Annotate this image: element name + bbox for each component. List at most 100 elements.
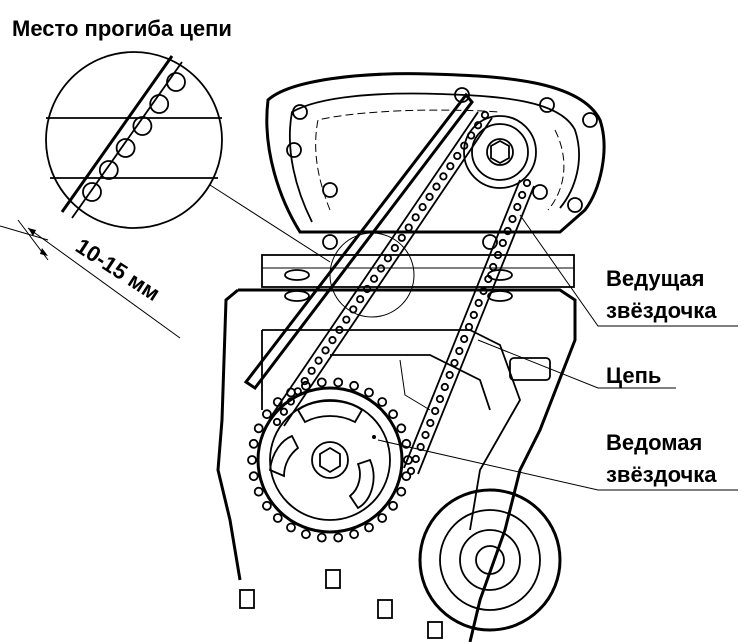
chain-link-roller <box>435 394 445 404</box>
sprocket-tooth <box>316 532 327 543</box>
chain-link-roller <box>484 274 493 284</box>
chain-link-roller <box>439 172 448 181</box>
chain-link-roller <box>397 233 406 242</box>
chain-link-roller <box>489 262 498 272</box>
leader-lines <box>377 214 738 491</box>
magnified-chain-links <box>82 72 186 202</box>
chain-link-roller <box>508 214 517 224</box>
chain-link-roller <box>446 162 455 171</box>
chain-link-roller <box>460 141 469 150</box>
chain-link-roller <box>464 322 474 332</box>
chain-link-roller <box>518 190 527 200</box>
chain-link-roller <box>474 298 483 308</box>
chain-link-roller <box>363 284 372 294</box>
sprocket-tooth <box>253 423 264 434</box>
chain-link-roller <box>503 226 512 236</box>
chain-link-roller <box>425 192 434 201</box>
chain-link-roller <box>473 121 483 130</box>
label-driven-sprocket-1: Ведомая <box>606 430 702 455</box>
sprocket-tooth <box>403 455 413 465</box>
chain-link-roller <box>440 382 449 392</box>
magnified-detail <box>45 51 223 229</box>
chain-link-roller <box>272 417 282 427</box>
chain-link-roller <box>450 358 459 368</box>
chain-links-right <box>406 178 532 476</box>
chain-link-roller <box>335 325 344 334</box>
sprocket-tooth <box>272 513 283 523</box>
sprocket-tooth <box>349 380 360 391</box>
sprocket-tooth <box>261 409 272 420</box>
dimension-10-15mm: 10-15 мм <box>0 219 181 339</box>
drive-sprocket <box>463 115 537 189</box>
chain-link-roller <box>314 356 323 365</box>
chain-link-roller <box>467 131 476 140</box>
label-drive-sprocket-2: звёздочка <box>606 298 717 323</box>
housing-bolts <box>286 87 598 250</box>
chain-link-roller <box>455 346 464 356</box>
chain-link-roller <box>383 254 393 263</box>
sag-location-marker <box>209 184 415 318</box>
sprocket-tooth <box>364 522 374 533</box>
sprocket-tooth <box>286 522 296 533</box>
wheel-hub <box>418 488 562 632</box>
sprocket-tooth <box>377 397 388 407</box>
chain-link-roller <box>480 110 490 120</box>
sprocket-tooth <box>401 438 412 449</box>
diagram-title: Место прогиба цепи <box>12 16 232 41</box>
sprocket-tooth <box>364 387 374 398</box>
chain-tensioner-rail <box>243 92 474 391</box>
sprocket-tooth <box>388 409 399 420</box>
sprocket-tooth <box>248 471 259 482</box>
chain-link-roller <box>115 138 136 158</box>
sprocket-tooth <box>349 529 360 540</box>
sprocket-tooth <box>248 438 259 449</box>
chain-link-roller <box>369 274 379 283</box>
chain-link-roller <box>390 243 399 253</box>
label-driven-sprocket-2: звёздочка <box>606 462 717 487</box>
chain-link-roller <box>493 250 503 260</box>
chain-link-roller <box>404 223 413 232</box>
chain <box>269 110 535 476</box>
chain-link-roller <box>498 238 507 248</box>
chain-link-roller <box>479 286 488 296</box>
chain-link-roller <box>513 202 522 212</box>
sprocket-tooth <box>388 500 399 511</box>
chain-link-roller <box>406 466 416 476</box>
chain-link-roller <box>522 178 532 188</box>
bottom-studs <box>239 569 443 639</box>
sprocket-tooth <box>286 387 296 398</box>
chain-link-roller <box>307 366 316 375</box>
sprocket-tooth <box>401 471 412 482</box>
sprocket-tooth <box>377 513 388 523</box>
upper-housing <box>265 72 606 250</box>
chain-link-roller <box>432 182 441 191</box>
chain-link-roller <box>421 430 430 440</box>
chain-link-roller <box>411 213 420 222</box>
chain-link-roller <box>376 264 386 273</box>
chain-link-roller <box>149 94 170 114</box>
chain-link-roller <box>445 370 454 380</box>
sprocket-tooth <box>253 486 264 497</box>
driven-sprocket <box>247 377 413 543</box>
label-drive-sprocket-1: Ведущая <box>606 266 705 291</box>
sprocket-tooth <box>272 397 283 407</box>
chain-link-roller <box>300 376 309 386</box>
sprocket-tooth <box>316 377 327 388</box>
sprocket-tooth <box>333 377 344 388</box>
sprocket-tooth <box>247 455 257 465</box>
engine-frame <box>216 254 577 642</box>
chain-link-roller <box>460 334 469 344</box>
chain-link-roller <box>418 203 427 212</box>
sprocket-tooth <box>396 486 407 497</box>
chain-link-roller <box>426 418 435 428</box>
chain-link-roller <box>98 160 119 180</box>
chain-link-roller <box>328 336 337 345</box>
driven-sprocket-teeth <box>247 377 413 543</box>
chain-link-roller <box>469 310 478 320</box>
chain-link-roller <box>453 151 462 161</box>
sprocket-tooth <box>333 532 344 543</box>
sprocket-tooth <box>300 380 311 391</box>
chain-link-roller <box>356 295 365 304</box>
chain-link-roller <box>279 407 289 416</box>
